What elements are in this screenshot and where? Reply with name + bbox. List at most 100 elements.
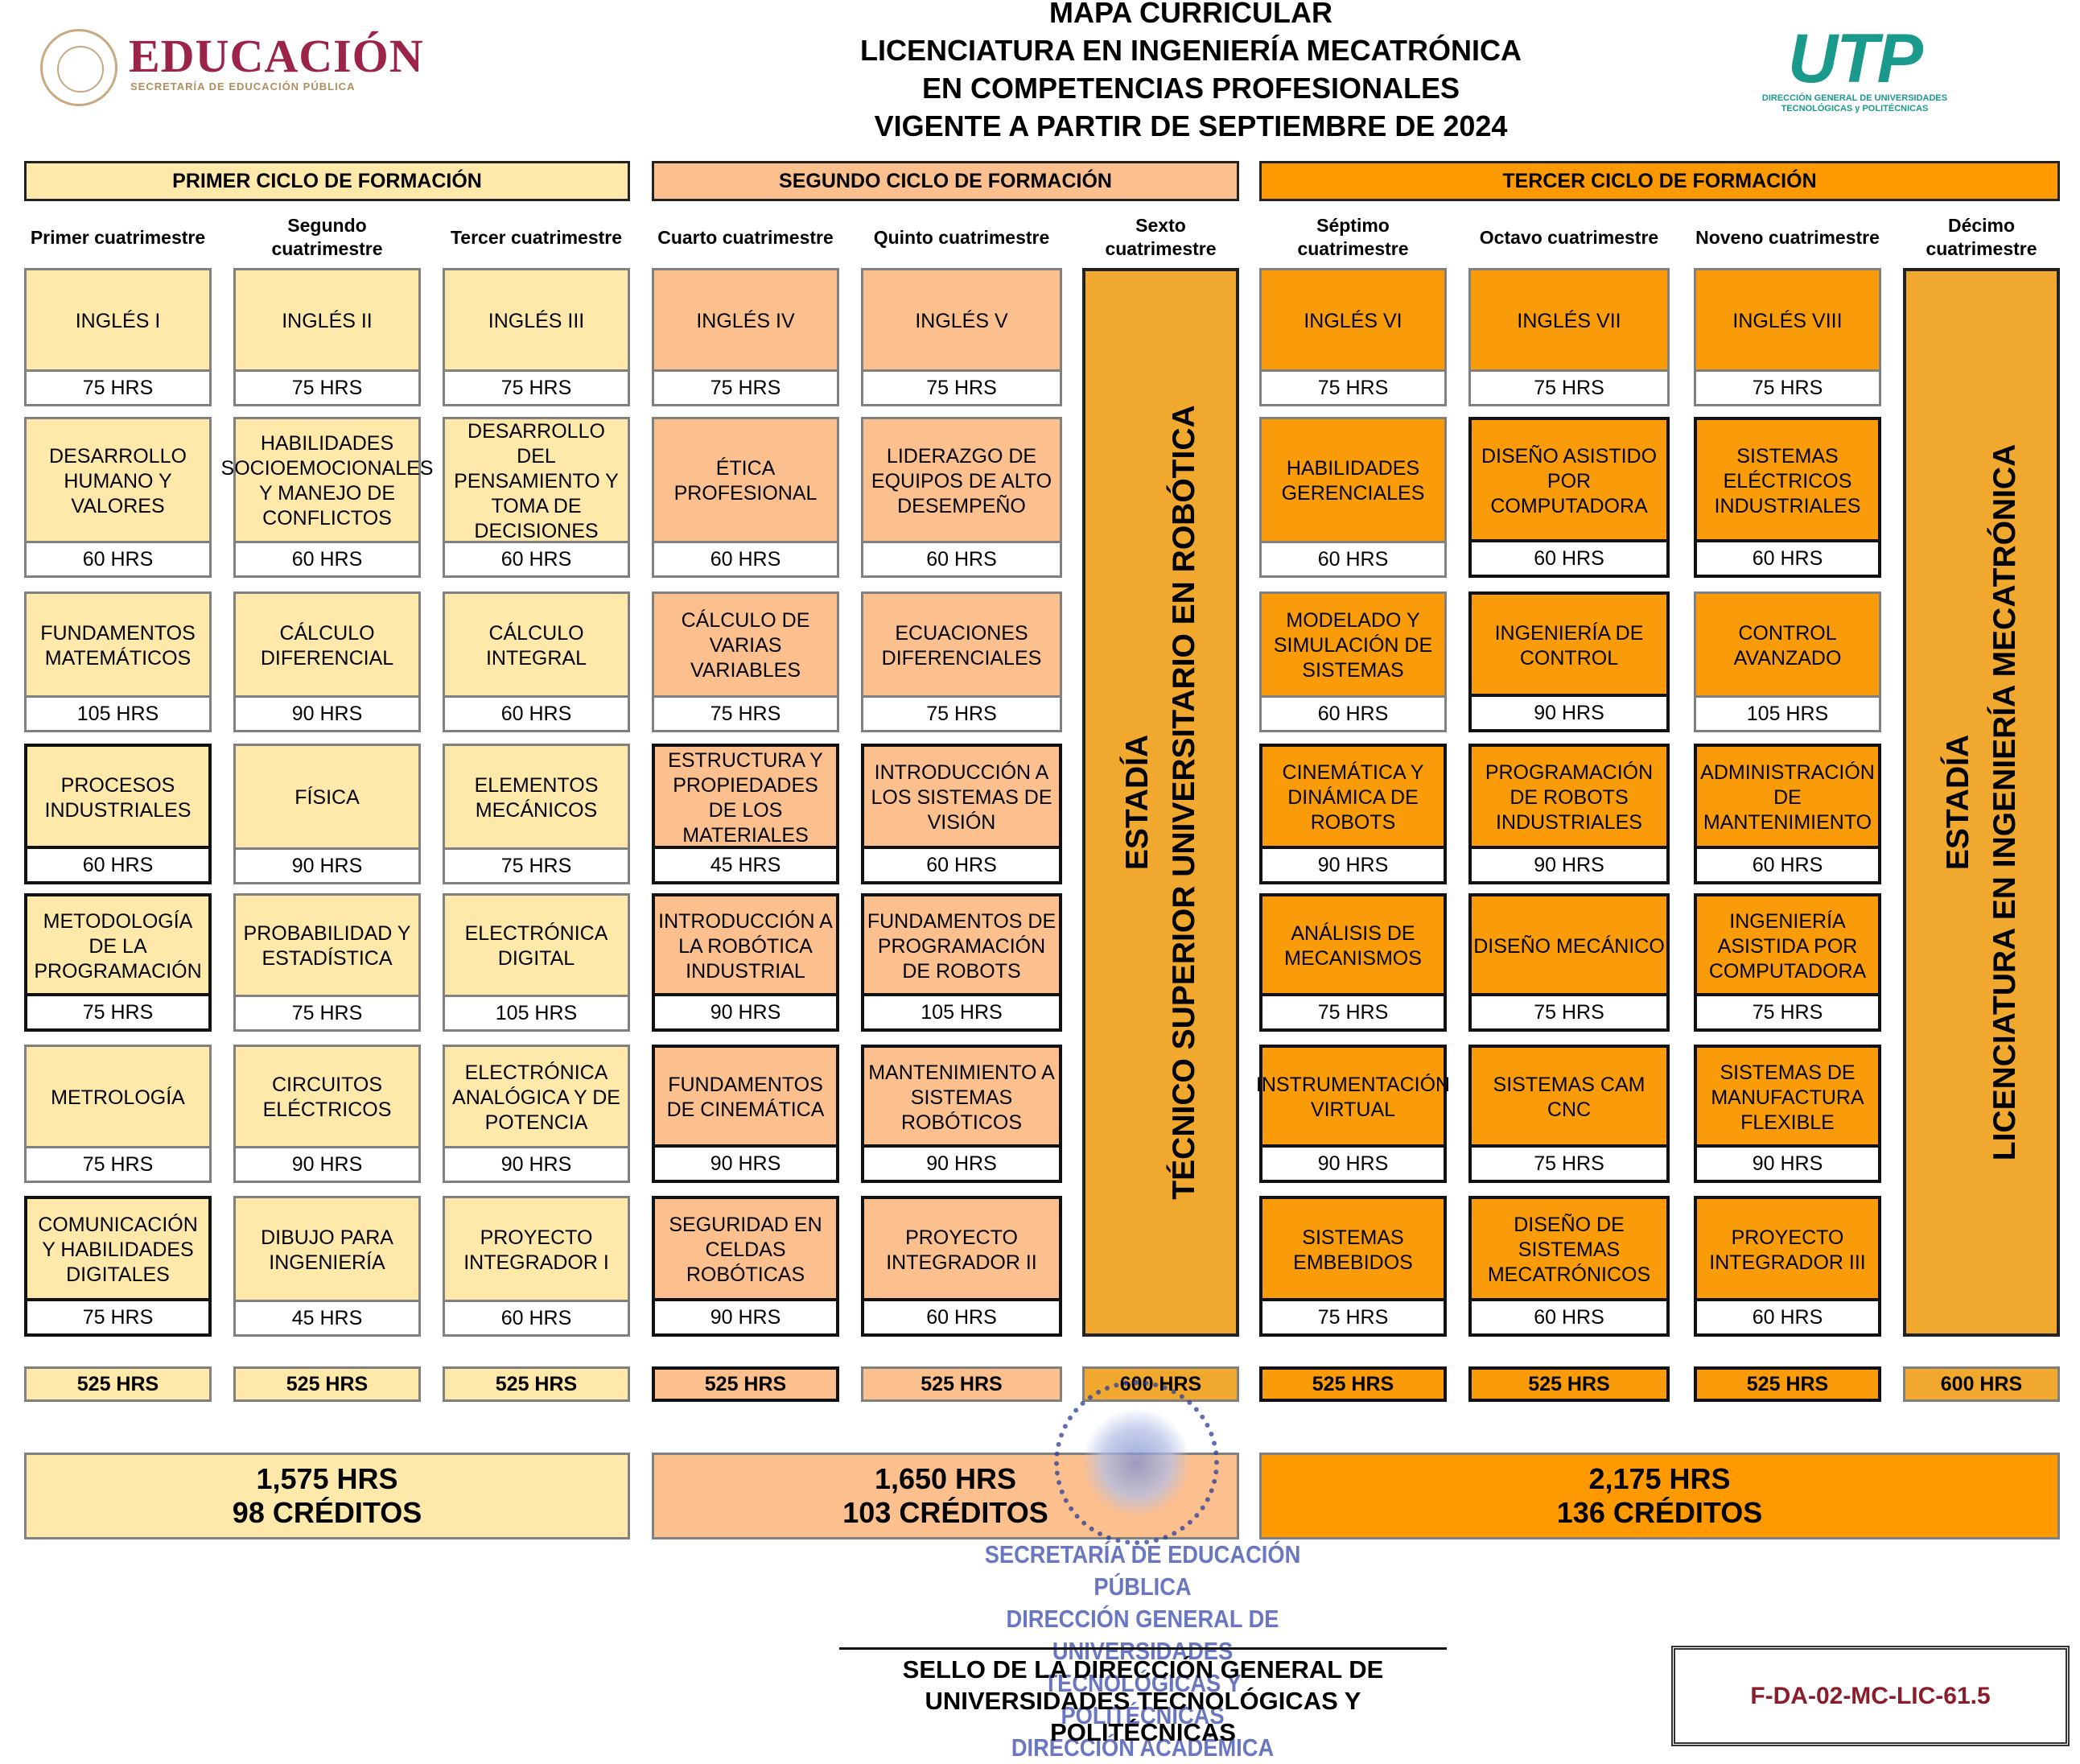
utp-logo-subtitle: DIRECCIÓN GENERAL DE UNIVERSIDADES (1761, 93, 1948, 103)
title-line: EN COMPETENCIAS PROFESIONALES (921, 72, 1460, 105)
semester-header: Cuarto cuatrimestre (657, 226, 834, 248)
course-hours: 90 HRS (445, 1146, 628, 1181)
semester-total: 525 HRS (861, 1366, 1062, 1402)
course-name: FUNDAMENTOS DE PROGRAMACIÓN DE ROBOTS (867, 909, 1056, 983)
course-hours: 75 HRS (1472, 993, 1666, 1028)
course-hours: 60 HRS (1697, 846, 1878, 881)
course-hours: 105 HRS (27, 695, 209, 730)
course-hours: 105 HRS (1696, 695, 1879, 730)
sep-logo-subtitle: SECRETARÍA DE EDUCACIÓN PÚBLICA (130, 80, 356, 93)
course-name: METODOLOGÍA DE LA PROGRAMACIÓN (34, 909, 202, 983)
semester-header: Sexto cuatrimestre (1105, 215, 1217, 259)
course-hours: 90 HRS (236, 1146, 418, 1181)
course-card: CIRCUITOS ELÉCTRICOS 90 HRS (233, 1045, 421, 1183)
utp-logo: UTP DIRECCIÓN GENERAL DE UNIVERSIDADES T… (1754, 24, 1955, 121)
course-name: FUNDAMENTOS DE CINEMÁTICA (666, 1074, 825, 1121)
course-hours: 75 HRS (863, 369, 1060, 404)
course-card: LIDERAZGO DE EQUIPOS DE ALTO DESEMPEÑO 60… (861, 417, 1062, 578)
sello-line: SELLO DE LA DIRECCIÓN GENERAL DE (902, 1655, 1384, 1684)
course-hours: 60 HRS (445, 1300, 628, 1334)
title-line: LICENCIATURA EN INGENIERÍA MECATRÓNICA (860, 34, 1522, 67)
cycle-total-1: 1,575 HRS 98 CRÉDITOS (24, 1453, 630, 1539)
title-line: VIGENTE A PARTIR DE SEPTIEMBRE DE 2024 (874, 109, 1508, 142)
course-hours: 75 HRS (1696, 369, 1879, 404)
course-name: CINEMÁTICA Y DINÁMICA DE ROBOTS (1282, 761, 1424, 834)
estadia-title: ESTADÍA (1119, 734, 1155, 871)
mexico-seal-icon (40, 29, 117, 106)
course-hours: 75 HRS (27, 993, 208, 1028)
title-line: MAPA CURRICULAR (1049, 0, 1332, 29)
course-card: SISTEMAS ELÉCTRICOS INDUSTRIALES 60 HRS (1694, 417, 1881, 578)
course-name: INGLÉS VI (1304, 309, 1402, 332)
course-name: SISTEMAS ELÉCTRICOS INDUSTRIALES (1714, 444, 1861, 517)
course-name: INSTRUMENTACIÓN VIRTUAL (1255, 1074, 1451, 1121)
course-name: DESARROLLO HUMANO Y VALORES (49, 444, 187, 517)
course-name: INTRODUCCIÓN A LA ROBÓTICA INDUSTRIAL (658, 909, 833, 983)
cycle-total-hours: 2,175 HRS (1588, 1462, 1731, 1495)
course-hours: 75 HRS (1697, 993, 1878, 1028)
semester-header: Octavo cuatrimestre (1479, 226, 1659, 248)
form-code: F-DA-02-MC-LIC-61.5 (1671, 1646, 2070, 1746)
course-name: INGLÉS II (282, 309, 373, 332)
course-name: PROYECTO INTEGRADOR III (1709, 1226, 1866, 1274)
course-name: DISEÑO MECÁNICO (1473, 934, 1665, 958)
course-hours: 105 HRS (445, 995, 628, 1029)
cycle-total-hours: 1,650 HRS (874, 1462, 1017, 1495)
semester-total: 525 HRS (443, 1366, 630, 1402)
course-name: INGLÉS V (915, 309, 1008, 332)
stamp-line: TECNOLÓGICAS Y POLITÉCNICAS (1044, 1669, 1242, 1729)
course-name: FÍSICA (294, 786, 360, 809)
course-hours: 75 HRS (654, 369, 837, 404)
course-name: ELECTRÓNICA ANALÓGICA Y DE POTENCIA (452, 1061, 620, 1134)
course-name: ADMINISTRACIÓN DE MANTENIMIENTO (1700, 761, 1875, 834)
course-name: SISTEMAS CAM CNC (1493, 1074, 1645, 1121)
course-hours: 90 HRS (1697, 1144, 1878, 1180)
course-name: ANÁLISIS DE MECANISMOS (1284, 922, 1422, 970)
semester-header: Tercer cuatrimestre (450, 226, 623, 248)
course-name: MODELADO Y SIMULACIÓN DE SISTEMAS (1273, 609, 1433, 682)
course-hours: 60 HRS (27, 541, 209, 575)
course-hours: 60 HRS (1697, 539, 1878, 575)
course-name: METROLOGÍA (51, 1086, 185, 1109)
course-hours: 90 HRS (1262, 1144, 1444, 1180)
cycle-total-hours: 1,575 HRS (256, 1462, 398, 1495)
course-hours: 90 HRS (1472, 694, 1666, 729)
semester-total: 525 HRS (24, 1366, 212, 1402)
semester-total: 525 HRS (652, 1366, 839, 1402)
course-name: PROCESOS INDUSTRIALES (44, 773, 192, 822)
cycle-header-1: PRIMER CICLO DE FORMACIÓN (24, 161, 630, 201)
sello-line: POLITÉCNICAS (1050, 1718, 1236, 1746)
semester-total: 525 HRS (233, 1366, 421, 1402)
course-name: ÉTICA PROFESIONAL (673, 457, 818, 505)
course-name: SISTEMAS EMBEBIDOS (1293, 1226, 1413, 1274)
course-name: CIRCUITOS ELÉCTRICOS (262, 1074, 392, 1121)
course-hours: 75 HRS (445, 369, 628, 404)
estadia-title: ESTADÍA (1940, 734, 1975, 871)
cycle-total-credits: 136 CRÉDITOS (1556, 1496, 1763, 1529)
course-name: LIDERAZGO DE EQUIPOS DE ALTO DESEMPEÑO (871, 444, 1052, 517)
course-card: ADMINISTRACIÓN DE MANTENIMIENTO 60 HRS (1694, 744, 1881, 884)
course-hours: 60 HRS (863, 541, 1060, 575)
course-hours: 90 HRS (655, 993, 836, 1028)
course-hours: 60 HRS (236, 541, 418, 575)
cycle-total-3: 2,175 HRS 136 CRÉDITOS (1259, 1453, 2060, 1539)
course-hours: 60 HRS (445, 695, 628, 730)
